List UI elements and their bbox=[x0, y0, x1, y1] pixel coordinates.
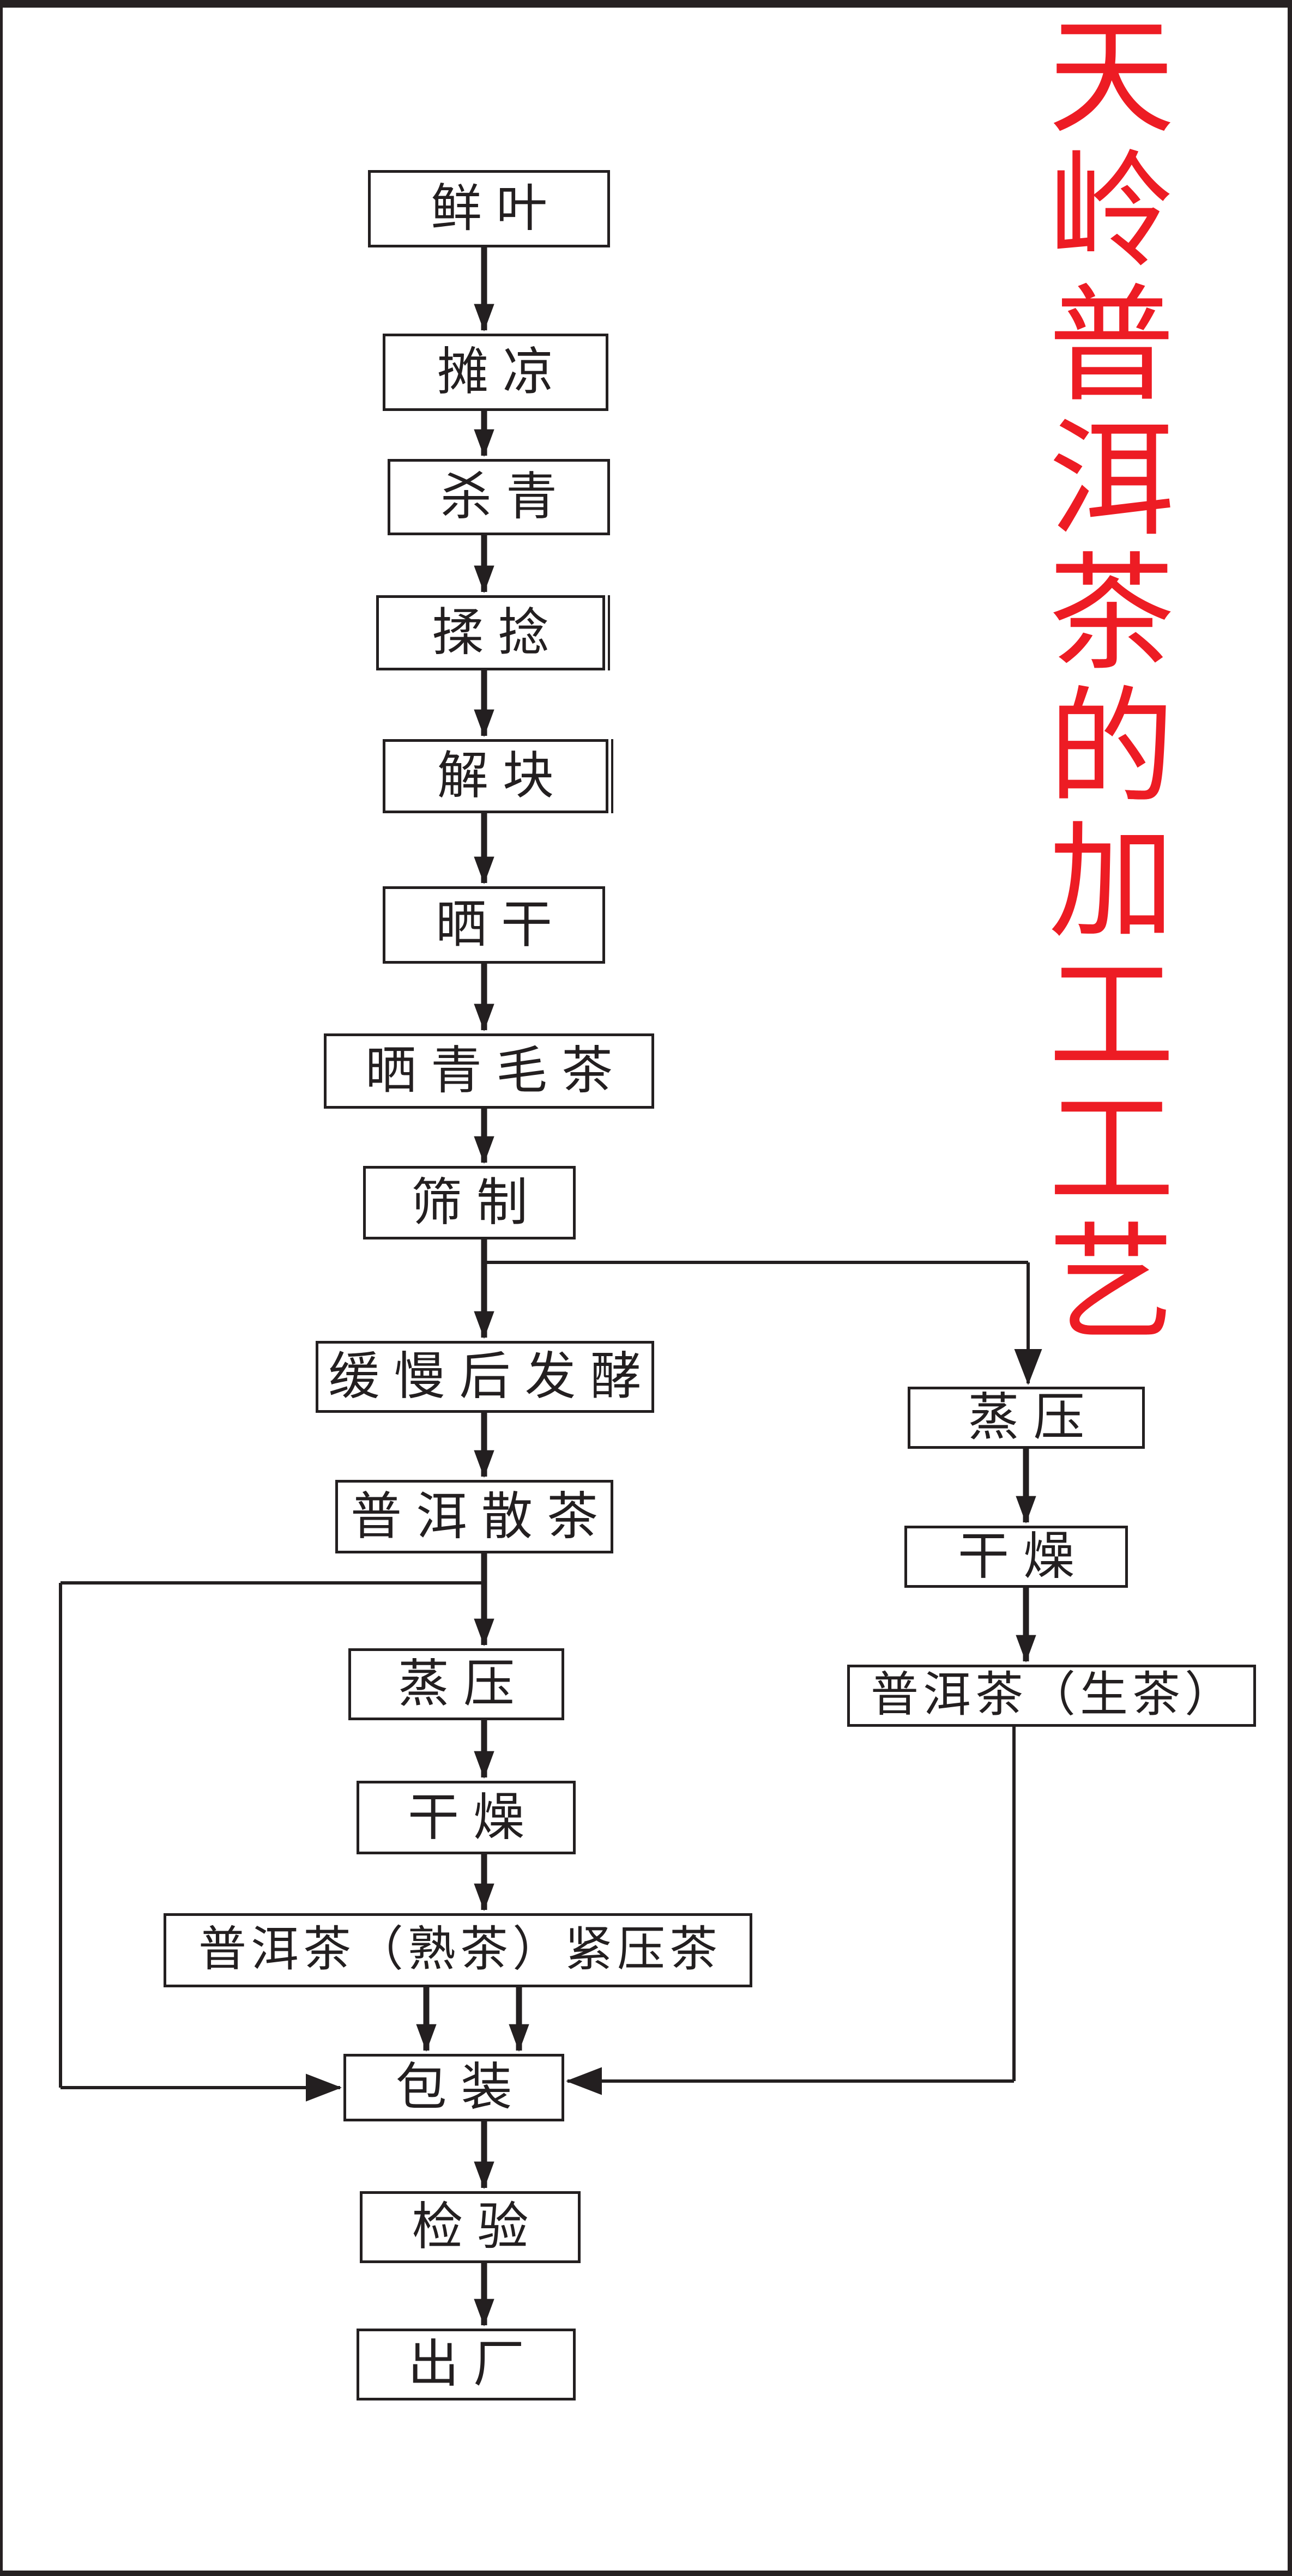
node-inspection: 检验 bbox=[360, 2191, 581, 2263]
node-raw-tea: 普洱茶（生茶） bbox=[847, 1665, 1256, 1727]
page-border-top bbox=[0, 0, 1292, 8]
node-deblocking: 解块 bbox=[383, 739, 613, 813]
node-steam-pressing-right: 蒸压 bbox=[908, 1387, 1145, 1449]
node-packaging: 包装 bbox=[343, 2054, 564, 2121]
node-fixation: 杀青 bbox=[388, 459, 610, 535]
page-border-bottom bbox=[0, 2571, 1292, 2576]
node-sieving: 筛制 bbox=[363, 1166, 576, 1239]
node-spread-cooling: 摊凉 bbox=[383, 334, 608, 411]
node-sun-drying: 晒干 bbox=[383, 886, 605, 964]
node-ripe-compressed-tea: 普洱茶（熟茶）紧压茶 bbox=[164, 1913, 752, 1987]
node-drying-left: 干燥 bbox=[357, 1781, 576, 1854]
node-slow-post-fermentation: 缓慢后发酵 bbox=[316, 1341, 654, 1413]
page-title-vertical: 天岭普洱茶的加工工艺 bbox=[1027, 10, 1174, 1351]
page-border-left bbox=[0, 0, 3, 2576]
node-sun-dried-raw-tea: 晒青毛茶 bbox=[324, 1033, 654, 1109]
node-puer-loose-tea: 普洱散茶 bbox=[335, 1480, 613, 1553]
node-fresh-leaves: 鲜叶 bbox=[368, 170, 610, 247]
node-factory-release: 出厂 bbox=[357, 2329, 576, 2400]
page-border-right bbox=[1288, 0, 1292, 2576]
node-drying-right: 干燥 bbox=[904, 1526, 1128, 1588]
node-rolling: 揉捻 bbox=[376, 595, 610, 670]
node-steam-pressing-left: 蒸压 bbox=[348, 1648, 564, 1720]
